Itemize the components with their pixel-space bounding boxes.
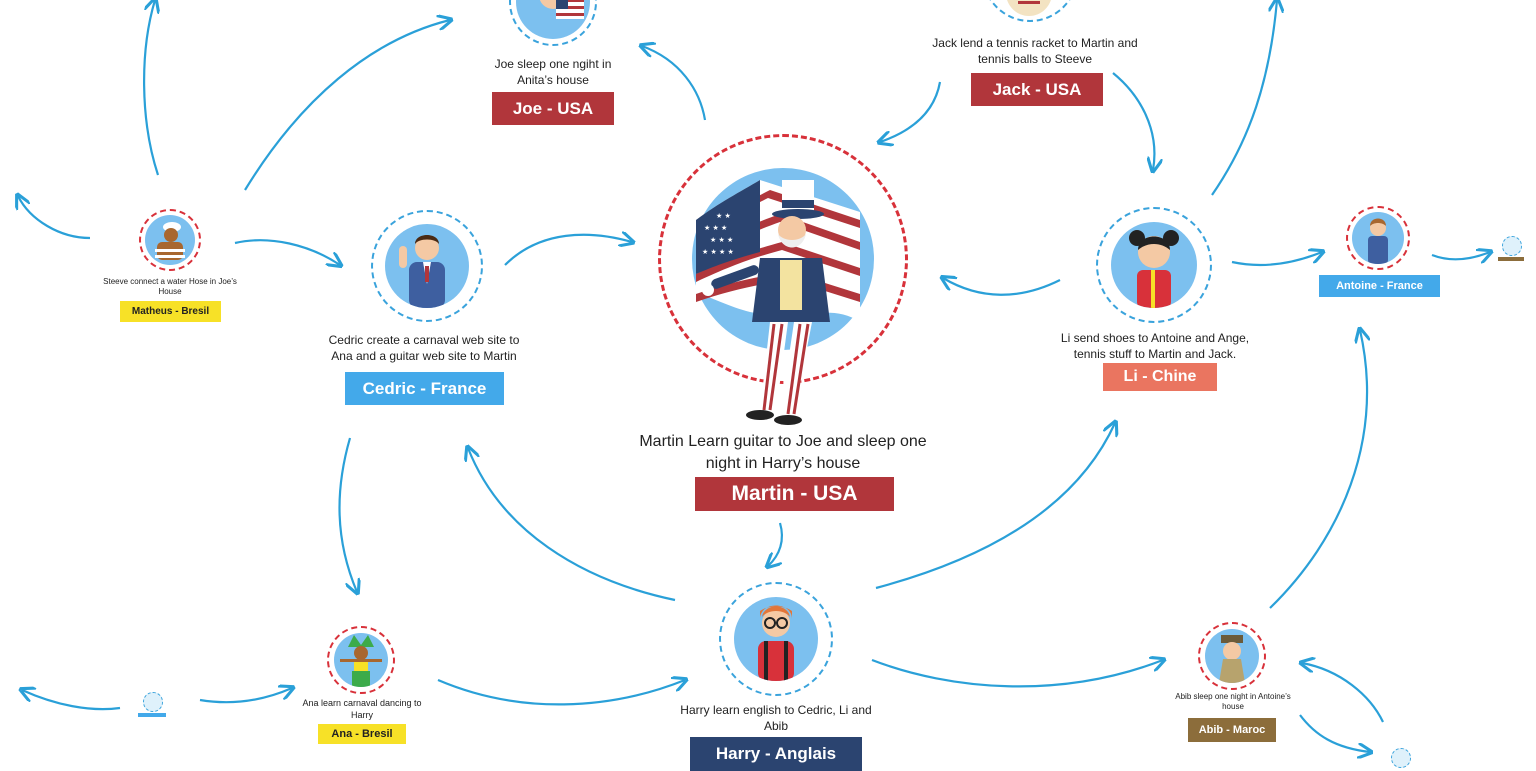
ana-avatar (334, 633, 388, 687)
abib-label: Abib - Maroc (1188, 718, 1276, 742)
arrow-martin-to-joe (642, 46, 705, 120)
jack-label: Jack - USA (971, 73, 1103, 106)
svg-text:★ ★ ★: ★ ★ ★ (710, 236, 733, 244)
cedric-description: Cedric create a carnaval web site to Ana… (318, 333, 530, 364)
cedric-label: Cedric - France (345, 372, 504, 405)
arrow-matheus-to-cedric (235, 240, 340, 265)
martin-uncle-sam-illustration: ★ ★ ★ ★ ★ ★ ★ ★ ★ ★ ★ ★ (690, 172, 880, 432)
mini-node-right (1502, 236, 1522, 256)
mini-node-left (143, 692, 163, 712)
arrow-cedric-to-martin (505, 235, 632, 265)
antoine-avatar (1352, 212, 1404, 264)
arrow-mini-to-ana (200, 688, 292, 702)
abib-description: Abib sleep one night in Antoine’s house (1172, 692, 1294, 713)
mini-node-bottom-right (1391, 748, 1411, 768)
jack-description: Jack lend a tennis racket to Martin and … (930, 36, 1140, 67)
joe-label: Joe - USA (492, 92, 614, 125)
arrow-harry-to-abib (872, 660, 1163, 686)
li-avatar (1111, 222, 1197, 308)
arrow-cedric-to-ana (340, 438, 357, 592)
matheus-avatar (145, 215, 195, 265)
arrow-matheus-to-joe (245, 20, 450, 190)
martin-label: Martin - USA (695, 477, 894, 511)
joe-description: Joe sleep one ngiht in Anita’s house (476, 57, 630, 88)
arrow-antoine-right (1432, 252, 1490, 259)
ana-description: Ana learn carnaval dancing to Harry (296, 698, 428, 721)
arrow-abib-to-antoine (1270, 330, 1367, 608)
li-label: Li - Chine (1103, 363, 1217, 391)
svg-text:★ ★: ★ ★ (716, 212, 731, 220)
svg-text:★ ★ ★ ★: ★ ★ ★ ★ (702, 248, 734, 256)
arrow-li-to-martin (943, 278, 1060, 295)
arrow-martin-to-harry (768, 523, 782, 566)
arrow-jack-to-martin (880, 82, 940, 142)
arrow-abib-down (1300, 715, 1370, 752)
arrow-jack-to-li (1113, 73, 1154, 170)
mini-node-right-tag (1498, 257, 1524, 261)
arrow-li-up (1212, 0, 1277, 195)
arrow-matheus-left (18, 196, 90, 238)
arrow-mini-left (22, 690, 120, 709)
martin-description: Martin Learn guitar to Joe and sleep one… (636, 431, 930, 476)
matheus-label: Matheus - Bresil (120, 301, 221, 322)
arrow-matheus-top (144, 0, 158, 175)
harry-label: Harry - Anglais (690, 737, 862, 771)
ana-label: Ana - Bresil (318, 724, 406, 744)
abib-avatar (1205, 629, 1259, 683)
harry-description: Harry learn english to Cedric, Li and Ab… (674, 703, 878, 734)
arrow-li-to-antoine (1232, 252, 1322, 265)
matheus-description: Steeve connect a water Hose in Joe’s Hou… (100, 277, 240, 298)
li-description: Li send shoes to Antoine and Ange, tenni… (1054, 331, 1256, 362)
svg-text:★ ★ ★: ★ ★ ★ (704, 224, 727, 232)
arrow-ana-to-harry (438, 680, 685, 704)
mini-node-left-tag (138, 713, 166, 717)
cedric-avatar (385, 224, 469, 308)
arrow-bottomright-to-abib (1302, 663, 1383, 722)
antoine-label: Antoine - France (1319, 275, 1440, 297)
harry-avatar (734, 597, 818, 681)
